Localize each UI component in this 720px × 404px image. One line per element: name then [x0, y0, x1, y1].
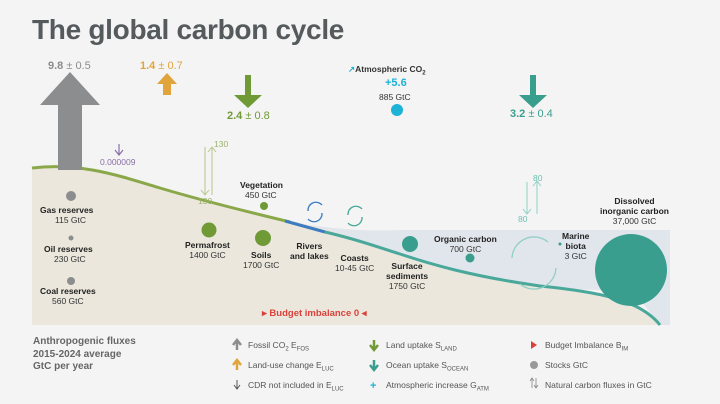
page-title: The global carbon cycle	[32, 14, 345, 45]
soils-stock-icon	[255, 230, 271, 246]
legend-cdr: CDR not included in ELUC	[248, 380, 344, 393]
organic-stock-icon	[465, 253, 475, 263]
legend-atm: Atmospheric increase GATM	[386, 380, 489, 393]
coal-stock-icon	[67, 277, 75, 285]
legend-natural-icon	[529, 377, 539, 389]
legend-landuse: Land-use change ELUC	[248, 360, 334, 373]
natural-ocean-up-value: 80	[533, 173, 543, 183]
legend-budget: Budget Imbalance BIM	[545, 340, 629, 353]
oil-stock-icon	[68, 235, 74, 241]
coasts-cycle-icon	[347, 205, 363, 227]
ocean-uptake-flux-value: 3.2 ± 0.4	[510, 108, 553, 120]
marine-cycle-icon	[511, 236, 557, 290]
legend-fossil-icon	[232, 337, 242, 350]
legend-ocean-icon	[369, 360, 379, 373]
landuse-arrow-icon	[157, 73, 177, 95]
legend-ocean: Ocean uptake SOCEAN	[386, 360, 469, 373]
marine-stock-icon	[558, 242, 562, 246]
legend-budget-icon	[531, 341, 537, 349]
natural-land-up-value: 130	[214, 139, 229, 149]
landuse-flux-value: 1.4 ± 0.7	[140, 60, 183, 72]
permafrost-stock-icon	[201, 222, 217, 238]
ocean-uptake-arrow-icon	[519, 75, 547, 108]
legend-atm-icon: +	[370, 380, 376, 392]
vegetation-stock-icon	[260, 202, 268, 210]
legend-fossil: Fossil CO2 EFOS	[248, 340, 310, 353]
natural-land-down-arrow	[200, 147, 210, 196]
legend-natural: Natural carbon fluxes in GtC	[545, 380, 652, 390]
atmosphere-stock-icon	[391, 104, 403, 116]
natural-land-up-arrow	[207, 146, 217, 195]
legend-landuse-icon	[232, 357, 242, 370]
land-uptake-flux-value: 2.4 ± 0.8	[227, 110, 270, 122]
fossil-arrow-icon	[40, 72, 100, 170]
fossil-flux-value: 9.8 ± 0.5	[48, 60, 91, 72]
budget-imbalance-label: ▸ Budget imbalance 0 ◂	[262, 308, 367, 319]
land-area	[32, 166, 660, 325]
natural-ocean-down-value: 80	[518, 214, 528, 224]
land-uptake-arrow-icon	[234, 75, 262, 108]
natural-ocean-up-arrow	[532, 180, 542, 214]
natural-land-down-value: 130	[198, 196, 213, 206]
atmos-stock-value: 885 GtC	[379, 92, 411, 102]
coast-line	[284, 219, 326, 234]
legend-land-icon	[369, 340, 379, 353]
legend-stocks-icon	[530, 361, 538, 369]
dissolved-stock-icon	[595, 234, 667, 306]
natural-ocean-down-arrow	[522, 182, 532, 215]
cdr-arrow-icon	[114, 144, 124, 156]
sediments-stock-icon	[402, 236, 418, 252]
cdr-flux-value: 0.000009	[100, 157, 136, 167]
legend-land: Land uptake SLAND	[386, 340, 457, 353]
atmos-flux-value: +5.6	[385, 77, 407, 89]
legend-stocks: Stocks GtC	[545, 360, 588, 370]
rivers-cycle-icon	[307, 201, 323, 223]
legend-cdr-icon	[233, 380, 241, 390]
atmos-label: ↗Atmospheric CO2	[348, 64, 426, 77]
gas-stock-icon	[66, 191, 76, 201]
